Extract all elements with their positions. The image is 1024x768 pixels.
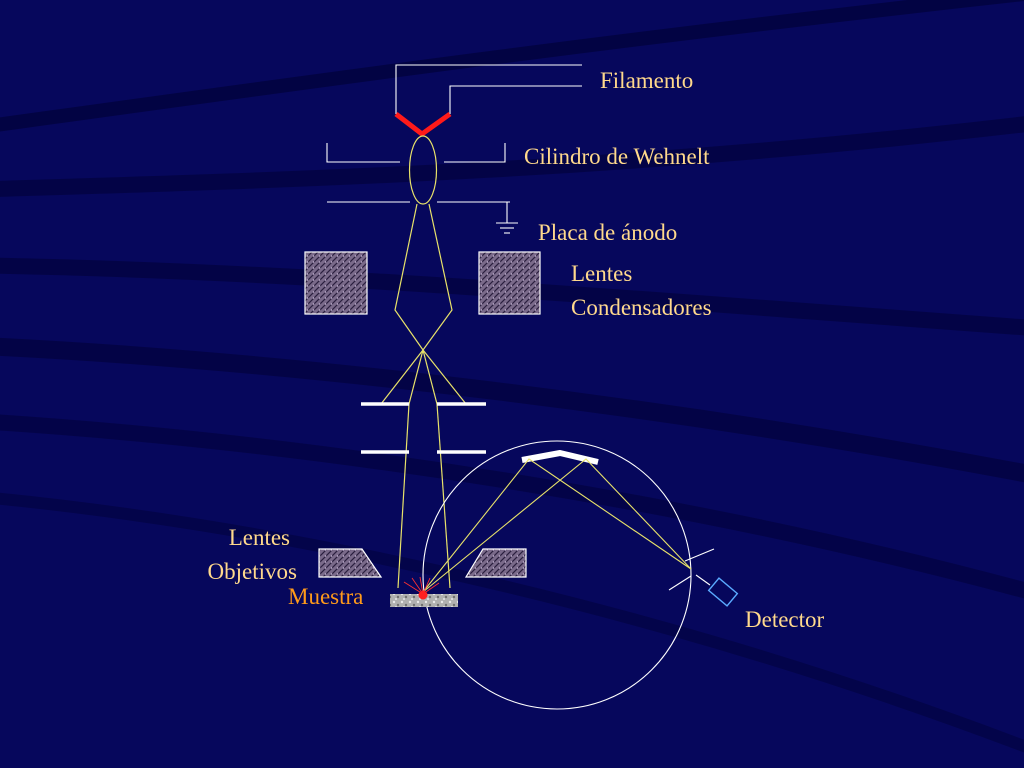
condenser-lenses — [304, 251, 541, 315]
objective-lens-left — [318, 548, 383, 578]
beam-spot — [418, 590, 428, 600]
objective-lens-right — [464, 548, 527, 578]
anode-label: Placa de ánodo — [538, 220, 678, 245]
electron-beam — [380, 203, 467, 589]
wehnelt-label: Cilindro de Wehnelt — [524, 144, 710, 169]
detector-slit — [668, 548, 715, 591]
filament-wires — [395, 64, 582, 114]
objective-label-line2: Objetivos — [207, 559, 297, 584]
condenser-lens-left — [304, 251, 368, 315]
condenser-lens-right — [478, 251, 541, 315]
filament-tip — [394, 111, 452, 137]
apertures — [361, 402, 486, 454]
condenser-label: Lentes Condensadores — [571, 257, 712, 325]
sample-block — [390, 594, 458, 607]
wehnelt-cylinder — [326, 143, 506, 163]
sample-label: Muestra — [288, 584, 364, 609]
objective-label: Lentes Objetivos — [184, 521, 297, 589]
objective-lenses — [318, 548, 527, 578]
detector-label: Detector — [745, 607, 825, 632]
detector-icon — [707, 577, 739, 607]
rowland-circle — [422, 440, 692, 710]
x-ray-paths — [422, 458, 692, 593]
condenser-label-line2: Condensadores — [571, 295, 712, 320]
ground-icon — [496, 202, 518, 234]
filament-label: Filamento — [600, 68, 694, 93]
condenser-label-line1: Lentes — [571, 261, 633, 286]
beam-crossover — [408, 135, 438, 205]
objective-label-line1: Lentes — [228, 525, 290, 550]
analyzing-crystal — [521, 450, 599, 465]
